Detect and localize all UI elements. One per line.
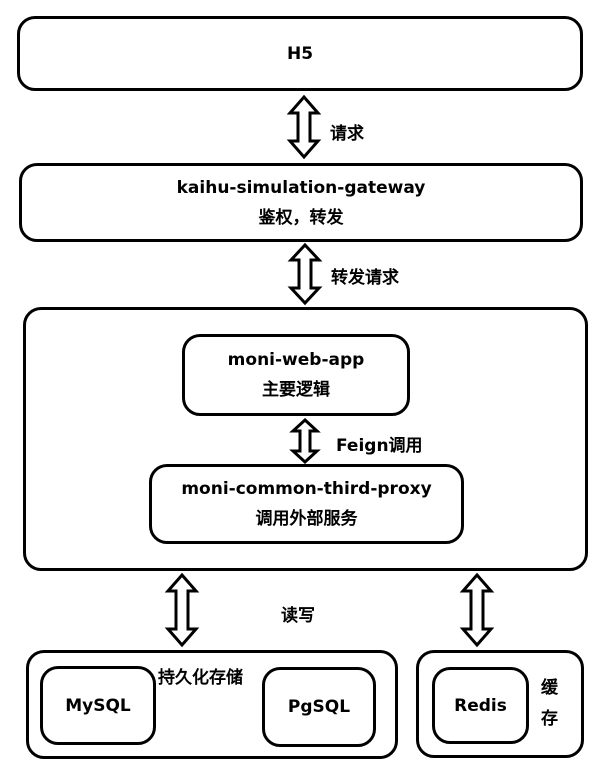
web-app-box: moni-web-app 主要逻辑 [182,334,410,416]
proxy-title: moni-common-third-proxy [181,479,432,499]
read-write-label: 读写 [281,606,315,626]
gateway-subtitle: 鉴权，转发 [258,207,344,228]
gateway-title: kaihu-simulation-gateway [176,177,426,198]
gateway-box: kaihu-simulation-gateway 鉴权，转发 [19,163,583,242]
mysql-box: MySQL [40,666,156,745]
mysql-label: MySQL [65,695,131,716]
redis-label: Redis [454,695,507,716]
persistence-label: 持久化存储 [158,668,243,688]
request-arrow [286,94,322,160]
read-write-arrow [164,572,200,648]
web-app-subtitle: 主要逻辑 [262,380,330,400]
feign-label: Feign调用 [336,436,423,456]
redis-box: Redis [432,667,529,744]
cache-arrow [459,572,495,648]
pgsql-label: PgSQL [287,697,351,717]
web-app-title: moni-web-app [227,350,365,370]
pgsql-box: PgSQL [262,667,376,747]
h5-label: H5 [286,43,314,64]
forward-request-label: 转发请求 [331,268,399,288]
request-label: 请求 [330,124,364,144]
proxy-subtitle: 调用外部服务 [255,509,358,529]
proxy-box: moni-common-third-proxy 调用外部服务 [149,464,464,544]
h5-box: H5 [17,16,583,91]
cache-label-1: 缓 [541,678,558,698]
feign-arrow [289,417,321,465]
cache-label-2: 存 [541,709,558,729]
forward-request-arrow [287,242,323,306]
